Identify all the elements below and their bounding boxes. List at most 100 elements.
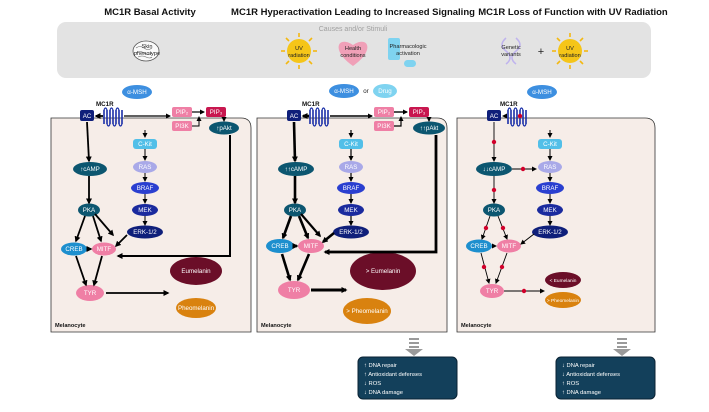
node-mitf [92, 242, 116, 256]
node-ac-3 [487, 110, 501, 121]
effect-line: ↑ DNA damage [562, 390, 601, 396]
uv-sun-icon [281, 33, 317, 69]
stimuli-header: Causes and/or Stimuli [319, 26, 388, 33]
node-eumelanin-label-3: < Eumelanin [550, 278, 577, 284]
node-ras-label-3: RAS [544, 164, 557, 171]
node-ckit [133, 139, 157, 149]
node-ras-label: RAS [139, 164, 152, 171]
node-eumelanin-label: Eumelanin [181, 268, 211, 275]
node-braf-3 [536, 182, 564, 194]
node-pip2-label: PIP₂ [176, 109, 189, 116]
effect-line: ↑ DNA repair [364, 363, 397, 369]
node-pheomelanin-label-3: > Pheomelanin [547, 298, 579, 304]
node-ras-label-2: RAS [345, 164, 358, 171]
node-pka [78, 203, 100, 217]
node-amsh-label: α-MSH [127, 89, 146, 96]
node-pka-2 [284, 203, 306, 217]
node-ckit-label: C-Kit [138, 141, 152, 148]
node-pi3k-2 [374, 121, 394, 131]
node-camp-3 [476, 162, 512, 176]
node-creb-3 [466, 239, 492, 253]
node-tyr-2 [278, 281, 310, 299]
mc1r-receptor-icon [103, 107, 123, 127]
node-eumelanin [170, 257, 222, 285]
node-pi3k-label: PI3K [175, 123, 189, 130]
melanocyte-label-2: Melanocyte [261, 323, 291, 329]
node-camp-label-3: ↓↓cAMP [483, 166, 506, 173]
node-ac-label-2: AC [290, 113, 299, 120]
node-drug-label: Drug [378, 88, 392, 95]
effect-line: ↑ ROS [562, 381, 579, 387]
node-amsh-label-3: α-MSH [532, 89, 551, 96]
effect-box-loss-of-function [555, 356, 656, 400]
node-braf-label-2: BRAF [343, 185, 360, 192]
mc1r-label: MC1R [96, 101, 114, 108]
mc1r-label-2: MC1R [302, 101, 320, 108]
node-tyr-label: TYR [84, 290, 97, 297]
node-creb-label: CREB [65, 246, 82, 253]
arrows-basal [74, 109, 231, 296]
node-pka-label: PKA [83, 207, 96, 214]
node-eumelanin-2 [350, 252, 416, 290]
effect-line: ↓ ROS [364, 381, 381, 387]
node-tyr-label-3: TYR [486, 288, 499, 295]
node-erk-label-3: ERK-1/2 [538, 229, 562, 236]
node-pi3k-label-2: PI3K [377, 123, 391, 130]
node-ac [80, 110, 94, 121]
effect-line: ↓ DNA damage [364, 390, 403, 396]
node-pheomelanin-label-2: > Pheomelanin [346, 308, 388, 315]
node-braf-label: BRAF [137, 185, 154, 192]
node-creb-label-2: CREB [271, 243, 288, 250]
effect-line: ↓ Antioxidant defenses [562, 372, 620, 378]
node-mek-label: MEK [138, 207, 152, 214]
effect-line: ↑ Antioxidant defenses [364, 372, 422, 378]
node-mitf-label-3: MITF [502, 243, 517, 250]
panel-loss-of-function: Melanocyte MC1R α-MSH AC C-Kit RAS BRAF … [456, 85, 656, 333]
node-creb [61, 242, 87, 256]
skin-phenotype-icon [132, 40, 160, 62]
panel-basal: Melanocyte MC1R α-MSH AC PIP₂ PI3K PIP₃ … [50, 85, 252, 333]
node-amsh-2 [329, 84, 359, 98]
panel-title-loss-of-function: MC1R Loss of Function with UV Radiation [478, 7, 668, 18]
node-mitf-label: MITF [97, 246, 112, 253]
node-pka-label-3: PKA [488, 207, 501, 214]
down-arrow-icon [405, 338, 423, 356]
node-braf-2 [337, 182, 365, 194]
panel-title-hyperactivation: MC1R Hyperactivation Leading to Increase… [231, 7, 475, 18]
node-erk-3 [532, 225, 568, 239]
node-camp-label-2: ↑↑cAMP [285, 166, 308, 173]
node-amsh [122, 85, 152, 99]
effect-line: ↓ DNA repair [562, 363, 595, 369]
node-mek-2 [338, 204, 364, 216]
plus-sign: + [538, 46, 544, 58]
melanocyte-label-3: Melanocyte [461, 323, 491, 329]
node-mek-label-3: MEK [543, 207, 557, 214]
node-eumelanin-3 [545, 272, 581, 288]
node-mek-3 [537, 204, 563, 216]
node-pakt [209, 121, 239, 135]
node-creb-label-3: CREB [470, 243, 487, 250]
node-erk-label-2: ERK-1/2 [339, 229, 363, 236]
pharmacologic-icon [388, 38, 416, 67]
node-pip2-2 [374, 107, 394, 117]
node-pi3k [172, 121, 192, 131]
node-ckit-3 [538, 139, 562, 149]
node-camp-label: ↑cAMP [80, 166, 100, 173]
arrows-hyperactivation [280, 109, 438, 293]
node-ac-label: AC [83, 113, 92, 120]
node-braf [131, 182, 159, 194]
node-pka-label-2: PKA [289, 207, 302, 214]
uv-sun-icon-2 [552, 33, 588, 69]
melanocyte-cell-2 [256, 117, 448, 333]
node-erk [127, 225, 163, 239]
node-camp-2 [278, 162, 314, 176]
node-amsh-3 [527, 85, 557, 99]
effect-box-hyperactivation [357, 356, 458, 400]
node-ckit-label-3: C-Kit [543, 141, 557, 148]
node-ckit-label-2: C-Kit [344, 141, 358, 148]
